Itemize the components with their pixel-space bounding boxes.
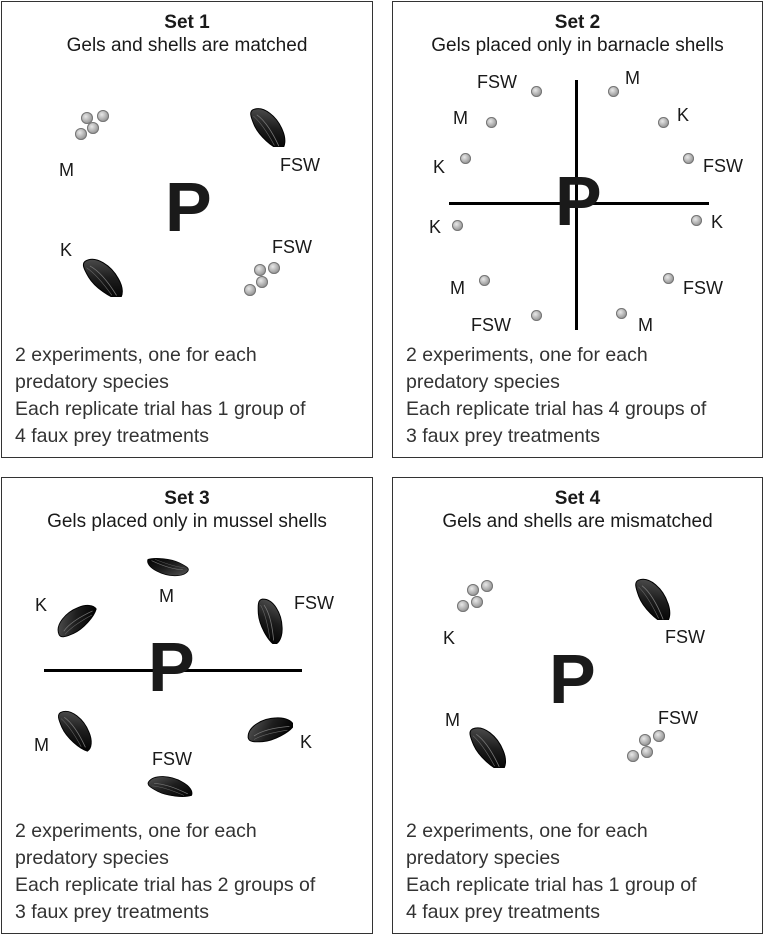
predator-marker: P	[165, 168, 212, 246]
label-treatment: K	[300, 732, 313, 752]
mussel-shell-icon	[144, 774, 196, 802]
predator-marker: P	[148, 628, 195, 706]
description-line: 2 experiments, one for each	[406, 344, 648, 366]
label-treatment: FSW	[294, 593, 334, 613]
description-line: predatory species	[406, 847, 560, 869]
panel-set-3: Set 3 Gels placed only in mussel shells …	[1, 477, 373, 934]
description-line: 4 faux prey treatments	[15, 425, 210, 447]
panel-set-1: Set 1 Gels and shells are matched M FSW …	[1, 1, 373, 458]
label-treatment: M	[638, 315, 653, 335]
panel-title: Set 3	[164, 488, 210, 509]
mussel-shell-icon	[463, 726, 515, 768]
gel-cluster-icon	[453, 578, 493, 614]
label-m: M	[445, 710, 460, 730]
label-m: M	[59, 160, 74, 180]
gel-bead-icon	[486, 117, 497, 128]
gel-bead-icon	[616, 308, 627, 319]
divider-vertical	[575, 80, 578, 330]
label-k: K	[60, 240, 73, 260]
gel-bead-icon	[608, 86, 619, 97]
description-line: Each replicate trial has 1 group of	[15, 398, 306, 420]
mussel-shell-icon	[628, 578, 680, 620]
divider-horizontal	[449, 202, 709, 205]
gel-bead-icon	[452, 220, 463, 231]
gel-cluster-icon	[242, 262, 282, 298]
description-line: Each replicate trial has 4 groups of	[406, 398, 707, 420]
description-line: 2 experiments, one for each	[406, 820, 648, 842]
description-line: Each replicate trial has 2 groups of	[15, 874, 316, 896]
label-treatment: FSW	[703, 156, 743, 176]
mussel-shell-icon	[52, 706, 100, 752]
description: 2 experiments, one for each predatory sp…	[406, 342, 756, 450]
gel-bead-icon	[531, 86, 542, 97]
mussel-shell-icon	[247, 596, 295, 644]
label-treatment: K	[429, 217, 442, 237]
mussel-shell-icon	[52, 596, 98, 644]
gel-bead-icon	[460, 153, 471, 164]
mussel-shell-icon	[78, 257, 130, 297]
panel-subtitle: Gels and shells are matched	[66, 35, 308, 56]
gel-bead-icon	[663, 273, 674, 284]
gel-cluster-icon	[625, 730, 665, 766]
description-line: predatory species	[15, 371, 169, 393]
predator-marker: P	[555, 162, 602, 240]
panel-title: Set 1	[164, 12, 210, 33]
gel-cluster-icon	[69, 110, 109, 146]
description-line: 2 experiments, one for each	[15, 820, 257, 842]
panel-set-2: Set 2 Gels placed only in barnacle shell…	[392, 1, 763, 458]
panel-subtitle: Gels placed only in barnacle shells	[431, 35, 724, 56]
description-line: predatory species	[406, 371, 560, 393]
label-treatment: FSW	[152, 749, 192, 769]
label-treatment: FSW	[477, 72, 517, 92]
description-line: 3 faux prey treatments	[406, 425, 601, 447]
label-treatment: K	[433, 157, 446, 177]
panel-subtitle: Gels placed only in mussel shells	[47, 511, 327, 532]
label-fsw-gel: FSW	[272, 237, 312, 257]
label-treatment: FSW	[683, 278, 723, 298]
gel-bead-icon	[531, 310, 542, 321]
label-fsw-shell: FSW	[665, 627, 705, 647]
label-fsw-gel: FSW	[658, 708, 698, 728]
label-k: K	[443, 628, 456, 648]
label-treatment: M	[34, 735, 49, 755]
label-treatment: K	[677, 105, 690, 125]
mussel-shell-icon	[142, 552, 194, 578]
label-treatment: M	[625, 68, 640, 88]
description-line: Each replicate trial has 1 group of	[406, 874, 697, 896]
description-line: 2 experiments, one for each	[15, 344, 257, 366]
panel-set-4: Set 4 Gels and shells are mismatched K F…	[392, 477, 763, 934]
description-line: 3 faux prey treatments	[15, 901, 210, 923]
predator-marker: P	[549, 640, 596, 718]
mussel-shell-icon	[244, 107, 294, 147]
label-treatment: M	[159, 586, 174, 606]
mussel-shell-icon	[245, 706, 293, 752]
description: 2 experiments, one for each predatory sp…	[406, 818, 756, 926]
gel-bead-icon	[658, 117, 669, 128]
label-treatment: M	[450, 278, 465, 298]
label-treatment: K	[35, 595, 48, 615]
panel-title: Set 2	[554, 12, 601, 33]
label-treatment: M	[453, 108, 468, 128]
description-line: 4 faux prey treatments	[406, 901, 601, 923]
panel-title: Set 4	[554, 488, 601, 509]
description: 2 experiments, one for each predatory sp…	[15, 818, 365, 926]
divider-horizontal	[44, 669, 302, 672]
panel-subtitle: Gels and shells are mismatched	[442, 511, 713, 532]
gel-bead-icon	[683, 153, 694, 164]
description: 2 experiments, one for each predatory sp…	[15, 342, 365, 450]
description-line: predatory species	[15, 847, 169, 869]
label-fsw-shell: FSW	[280, 155, 320, 175]
gel-bead-icon	[479, 275, 490, 286]
label-treatment: FSW	[471, 315, 511, 335]
label-treatment: K	[711, 212, 724, 232]
gel-bead-icon	[691, 215, 702, 226]
